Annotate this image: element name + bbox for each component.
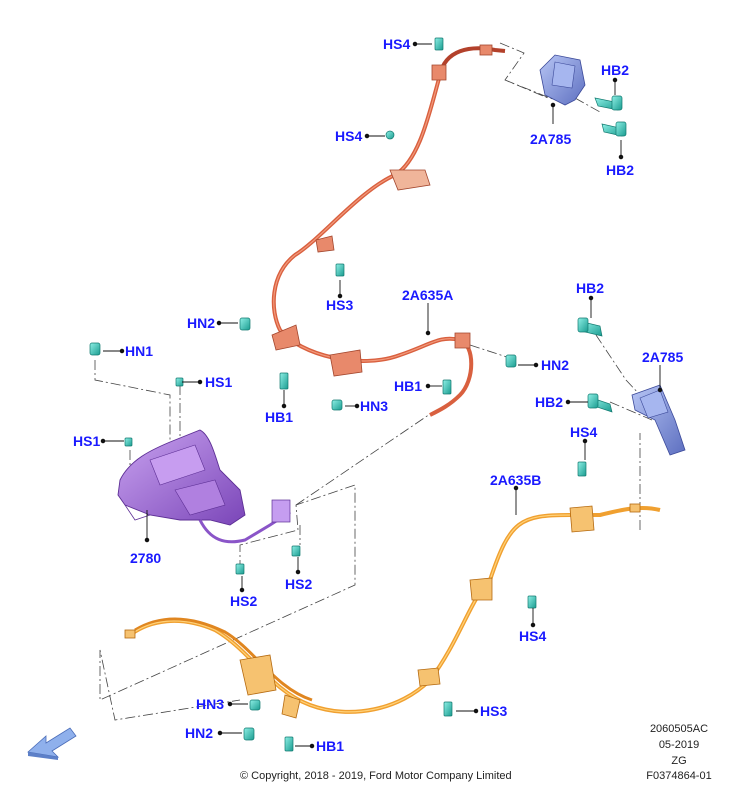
label-hb2-top: HB2 bbox=[601, 62, 629, 78]
label-hs1-a: HS1 bbox=[205, 374, 232, 390]
figure-id: F0374864-01 bbox=[646, 770, 712, 782]
label-hn2-left: HN2 bbox=[187, 315, 215, 331]
label-2a635a: 2A635A bbox=[402, 287, 453, 303]
cable-2a635b bbox=[124, 503, 661, 719]
cable-2a635a bbox=[271, 44, 506, 417]
bracket-2a785-right bbox=[631, 384, 686, 456]
label-hn2-mid: HN2 bbox=[541, 357, 569, 373]
label-hs1-b: HS1 bbox=[73, 433, 100, 449]
label-hs4-mid: HS4 bbox=[335, 128, 362, 144]
label-2a785-right: 2A785 bbox=[642, 349, 683, 365]
callout-leaders bbox=[100, 41, 663, 749]
callout-labels: HS4 HB2 HS4 2A785 HB2 HS3 2A635A HB2 HN2… bbox=[73, 36, 683, 754]
copyright-notice: © Copyright, 2018 - 2019, Ford Motor Com… bbox=[240, 770, 512, 782]
label-hn3-low: HN3 bbox=[196, 696, 224, 712]
label-hs4-top: HS4 bbox=[383, 36, 410, 52]
direction-arrow-icon bbox=[27, 727, 77, 760]
label-2a635b: 2A635B bbox=[490, 472, 541, 488]
label-hn2-low: HN2 bbox=[185, 725, 213, 741]
label-hs2-a: HS2 bbox=[285, 576, 312, 592]
label-hs4-right: HS4 bbox=[570, 424, 597, 440]
pedal-assembly-2780 bbox=[117, 429, 291, 544]
label-hb2-top2: HB2 bbox=[606, 162, 634, 178]
fasteners bbox=[89, 37, 627, 752]
label-hb2-right2: HB2 bbox=[535, 394, 563, 410]
label-hs3-low: HS3 bbox=[480, 703, 507, 719]
zg-code: ZG bbox=[671, 755, 687, 767]
label-hb1-upper: HB1 bbox=[265, 409, 293, 425]
label-hs4-lower: HS4 bbox=[519, 628, 546, 644]
ref-code: 2060505AC bbox=[649, 723, 709, 735]
label-hn3-mid: HN3 bbox=[360, 398, 388, 414]
label-hb2-right: HB2 bbox=[576, 280, 604, 296]
label-hn1: HN1 bbox=[125, 343, 153, 359]
label-hs3-upper: HS3 bbox=[326, 297, 353, 313]
label-hs2-b: HS2 bbox=[230, 593, 257, 609]
label-hb1-mid: HB1 bbox=[394, 378, 422, 394]
label-hb1-low: HB1 bbox=[316, 738, 344, 754]
label-2a785-top: 2A785 bbox=[530, 131, 571, 147]
bracket-2a785-upper bbox=[539, 54, 586, 106]
label-2780: 2780 bbox=[130, 550, 161, 566]
revision-date: 05-2019 bbox=[658, 739, 700, 751]
